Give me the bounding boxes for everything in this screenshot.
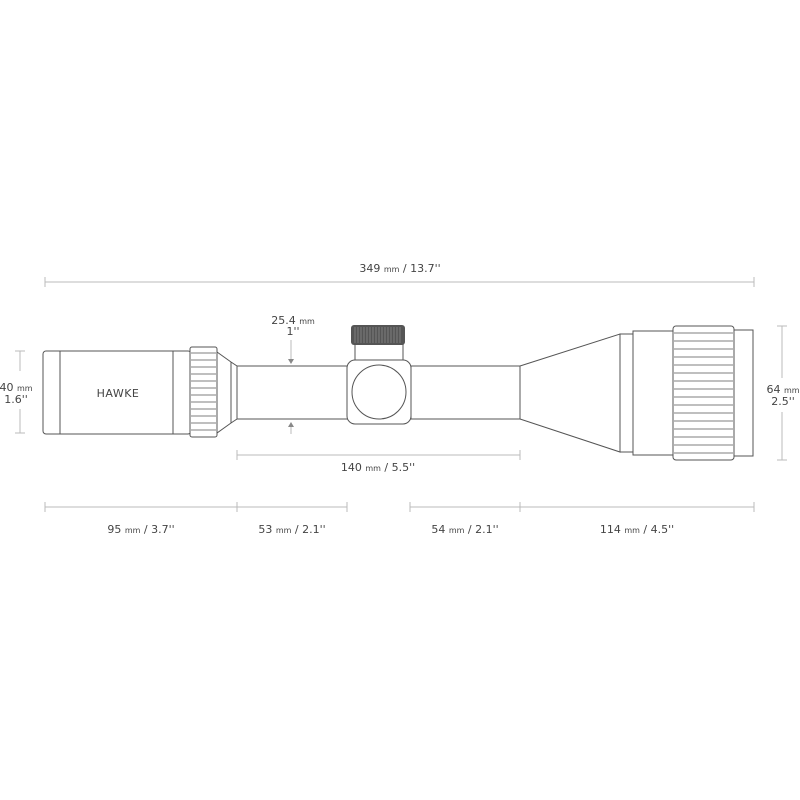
objective-length-label: 114 mm / 4.5'' <box>600 523 674 536</box>
tube-diameter-dimension: 25.4 mm 1'' <box>271 314 315 434</box>
arrow-down-icon <box>288 359 294 364</box>
svg-text:2.5'': 2.5'' <box>771 395 795 408</box>
svg-text:140 mm / 5.5'': 140 mm / 5.5'' <box>341 461 415 474</box>
front-tube-label: 54 mm / 2.1'' <box>431 523 498 536</box>
svg-text:40 mm: 40 mm <box>0 381 33 394</box>
windage-turret <box>351 364 407 420</box>
brand-logo: HAWKE <box>97 387 140 400</box>
objective-housing <box>632 330 674 456</box>
objective-diameter-dimension: 64 mm 2.5'' <box>766 325 800 461</box>
rear-tube <box>236 365 349 420</box>
overall-length-dimension: 349 mm / 13.7'' <box>44 262 755 287</box>
scope-body: HAWKE <box>42 325 754 461</box>
svg-text:25.4 mm: 25.4 mm <box>271 314 315 327</box>
rear-tube-label: 53 mm / 2.1'' <box>258 523 325 536</box>
arrow-up-icon <box>288 422 294 427</box>
objective-end <box>733 329 754 457</box>
eyepiece-taper <box>216 351 238 434</box>
objective-bell <box>519 333 621 453</box>
eyepiece-focus-ring <box>189 346 218 438</box>
eyepiece-length-label: 95 mm / 3.7'' <box>107 523 174 536</box>
overall-length-label: 349 mm / 13.7'' <box>359 262 440 275</box>
svg-text:1.6'': 1.6'' <box>4 393 28 406</box>
segment-dimensions: 95 mm / 3.7'' 53 mm / 2.1'' 54 mm / 2.1'… <box>44 502 755 536</box>
svg-text:64 mm: 64 mm <box>766 383 799 396</box>
front-tube <box>410 365 521 420</box>
parallax-adjust-ring <box>672 325 735 461</box>
eyepiece-diameter-dimension: 40 mm 1.6'' <box>0 350 33 434</box>
objective-ring <box>619 333 634 453</box>
mount-length-dimension: 140 mm / 5.5'' <box>236 450 521 474</box>
svg-text:1'': 1'' <box>286 325 299 338</box>
elevation-turret-cap <box>351 325 405 345</box>
